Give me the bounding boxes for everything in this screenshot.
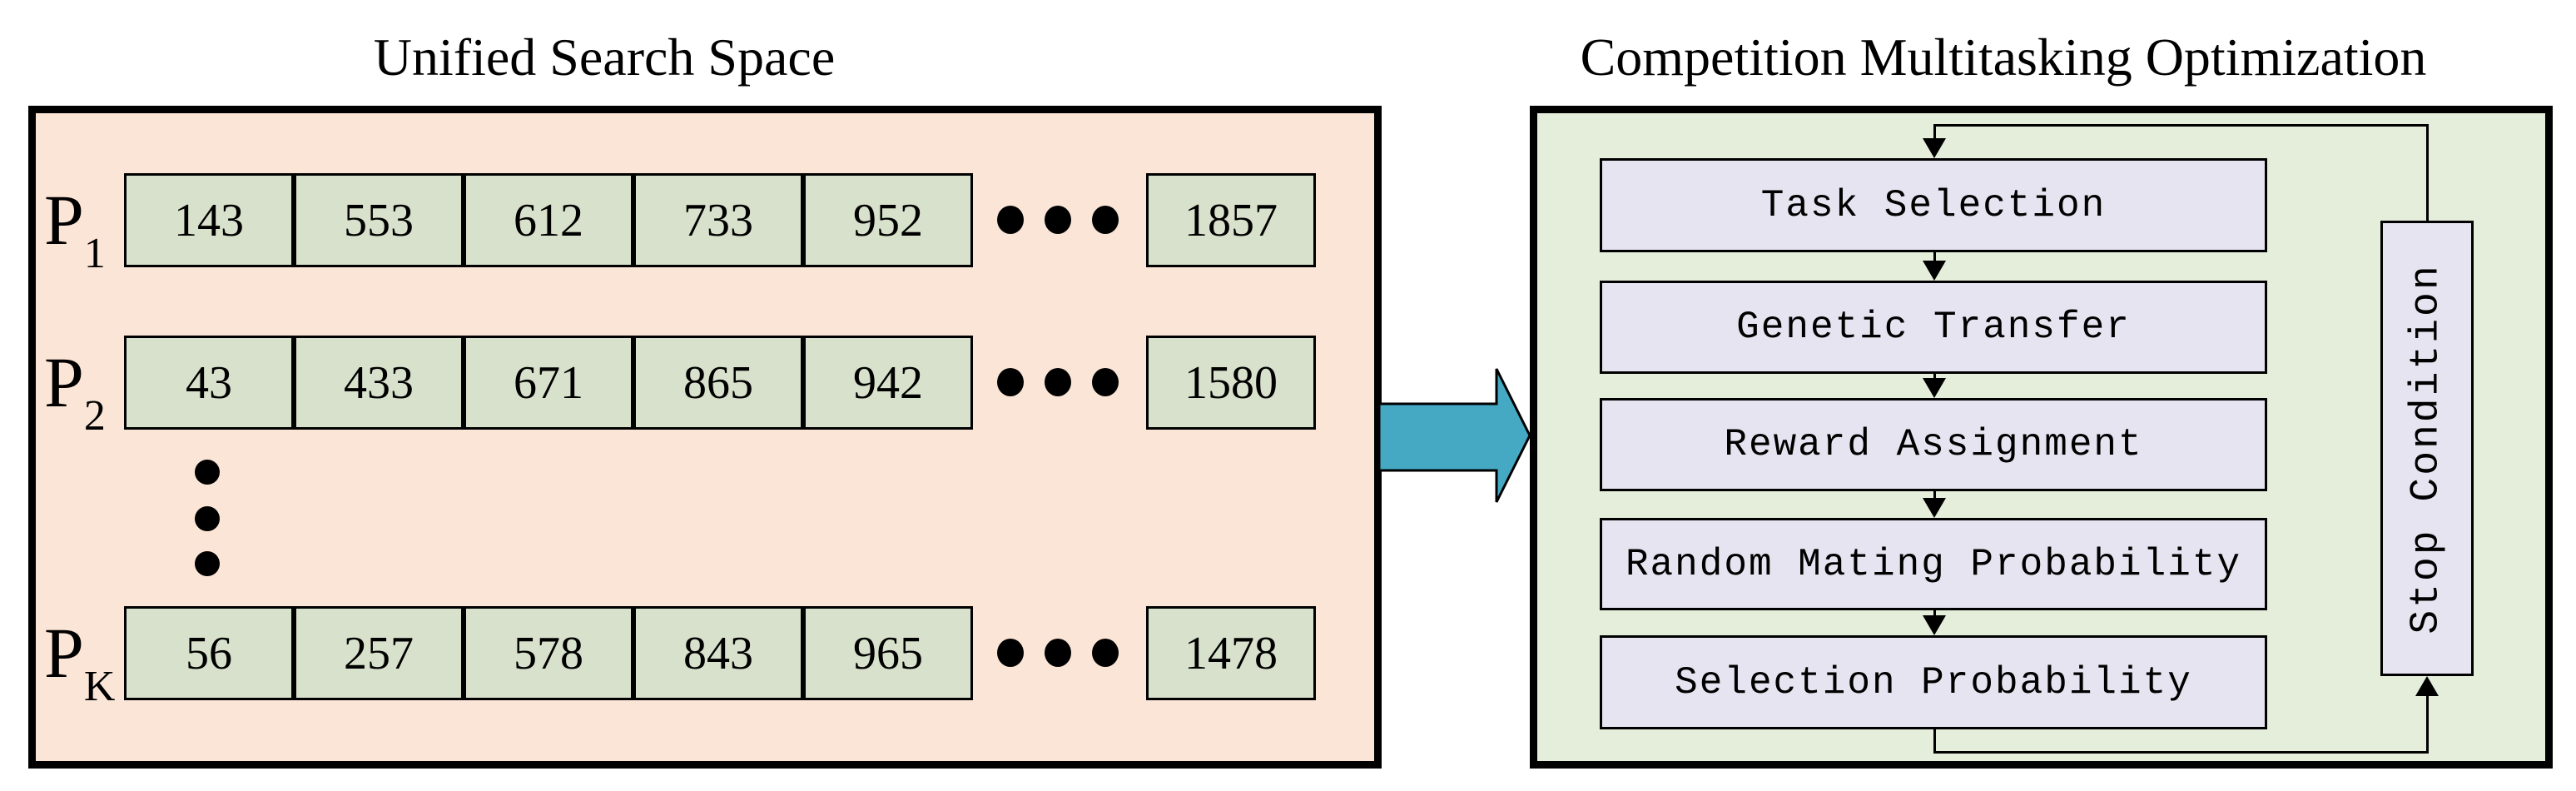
ellipsis-dot xyxy=(1045,206,1071,234)
flow-step-random-mating-probability: Random Mating Probability xyxy=(1600,518,2267,610)
feedback-line-right-upper xyxy=(2426,124,2429,221)
ellipsis-dot xyxy=(997,639,1024,667)
row-label-p2: P2 xyxy=(44,342,106,440)
cell-p1-4: 952 xyxy=(803,173,973,267)
right-panel-title: Competition Multitasking Optimization xyxy=(1580,27,2427,87)
connector-line xyxy=(1933,610,1936,619)
competition-multitasking-panel: Task Selection Genetic Transfer Reward A… xyxy=(1530,106,2553,769)
ellipsis-dot xyxy=(997,206,1024,234)
cell-p2-1: 433 xyxy=(294,336,464,430)
cell-p1-1: 553 xyxy=(294,173,464,267)
ellipsis-dot xyxy=(1092,639,1119,667)
arrowhead-down xyxy=(1923,261,1946,281)
cell-p1-2: 612 xyxy=(464,173,633,267)
cell-p2-last: 1580 xyxy=(1146,336,1316,430)
feedback-line-top xyxy=(1934,124,2429,127)
connector-line xyxy=(1933,491,1936,501)
arrowhead-down xyxy=(1923,378,1946,398)
transfer-arrow-icon xyxy=(1377,368,1531,503)
arrowhead-into-stop-condition xyxy=(2415,676,2439,696)
ellipsis-dot xyxy=(1045,639,1071,667)
arrowhead-into-task-selection xyxy=(1923,138,1946,158)
feedback-line-bottom xyxy=(1934,751,2429,754)
cell-p2-3: 865 xyxy=(633,336,803,430)
vertical-ellipsis-dot xyxy=(195,460,220,485)
stop-condition-label: Stop Condition xyxy=(2405,262,2450,634)
cell-pk-last: 1478 xyxy=(1146,606,1316,700)
entry-line xyxy=(1933,124,1936,141)
ellipsis-dot xyxy=(1092,206,1119,234)
cell-pk-0: 56 xyxy=(124,606,294,700)
flow-step-reward-assignment: Reward Assignment xyxy=(1600,398,2267,491)
connector-line xyxy=(1933,374,1936,381)
unified-search-space-panel: P1 143 553 612 733 952 1857 P2 43 433 67… xyxy=(28,106,1382,769)
cell-p2-4: 942 xyxy=(803,336,973,430)
cell-p2-0: 43 xyxy=(124,336,294,430)
ellipsis-dot xyxy=(1092,368,1119,396)
stop-condition-box: Stop Condition xyxy=(2380,221,2474,676)
cell-pk-2: 578 xyxy=(464,606,633,700)
feedback-line-right-lower xyxy=(2426,694,2429,754)
row-label-p1: P1 xyxy=(44,180,106,277)
ellipsis-dot xyxy=(1045,368,1071,396)
row-label-pk: PK xyxy=(44,613,116,710)
connector-line xyxy=(1933,252,1936,264)
flow-step-task-selection: Task Selection xyxy=(1600,158,2267,252)
cell-p1-3: 733 xyxy=(633,173,803,267)
flow-step-genetic-transfer: Genetic Transfer xyxy=(1600,281,2267,374)
left-panel-title: Unified Search Space xyxy=(373,27,836,87)
arrowhead-down xyxy=(1923,615,1946,635)
cell-pk-3: 843 xyxy=(633,606,803,700)
vertical-ellipsis-dot xyxy=(195,506,220,531)
vertical-ellipsis-dot xyxy=(195,551,220,576)
cell-p1-last: 1857 xyxy=(1146,173,1316,267)
flow-step-selection-probability: Selection Probability xyxy=(1600,635,2267,729)
cell-pk-1: 257 xyxy=(294,606,464,700)
feedback-line-bottom-stub xyxy=(1933,729,1936,754)
ellipsis-dot xyxy=(997,368,1024,396)
cell-p1-0: 143 xyxy=(124,173,294,267)
arrowhead-down xyxy=(1923,498,1946,518)
cell-pk-4: 965 xyxy=(803,606,973,700)
cell-p2-2: 671 xyxy=(464,336,633,430)
